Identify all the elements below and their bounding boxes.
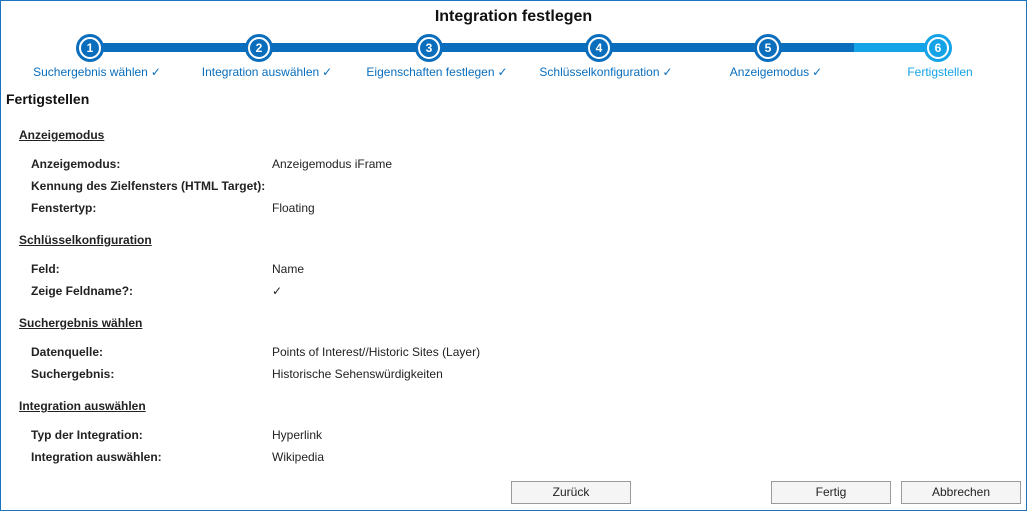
step-1-check-icon: ✓ <box>150 65 161 79</box>
step-3-label[interactable]: Eigenschaften festlegen✓ <box>366 65 507 79</box>
step-5-number: 5 <box>757 37 779 59</box>
group-title-integration: Integration auswählen <box>19 399 146 413</box>
step-1-text: Suchergebnis wählen <box>33 65 148 79</box>
row-label: Typ der Integration: <box>31 428 143 442</box>
row-label: Feld: <box>31 262 60 276</box>
step-5-circle[interactable]: 5 <box>754 34 782 62</box>
step-4-label[interactable]: Schlüsselkonfiguration✓ <box>539 65 672 79</box>
step-6-number: 6 <box>927 37 949 59</box>
row-label: Integration auswählen: <box>31 450 162 464</box>
step-2-number: 2 <box>248 37 270 59</box>
stepper-bar-completed <box>90 43 854 52</box>
group-title-schluesselkonfiguration: Schlüsselkonfiguration <box>19 233 152 247</box>
back-button[interactable]: Zurück <box>511 481 631 504</box>
finish-button[interactable]: Fertig <box>771 481 891 504</box>
step-6-text: Fertigstellen <box>907 65 973 79</box>
step-3-check-icon: ✓ <box>497 65 508 79</box>
checkmark-icon: ✓ <box>272 284 283 298</box>
step-4-number: 4 <box>588 37 610 59</box>
step-3-number: 3 <box>418 37 440 59</box>
row-value: Points of Interest//Historic Sites (Laye… <box>272 345 481 359</box>
stepper-bar-active <box>854 43 940 52</box>
cancel-button[interactable]: Abbrechen <box>901 481 1021 504</box>
step-4-text: Schlüsselkonfiguration <box>539 65 660 79</box>
row-label: Anzeigemodus: <box>31 157 121 171</box>
row-label: Fenstertyp: <box>31 201 97 215</box>
step-4-circle[interactable]: 4 <box>585 34 613 62</box>
step-5-text: Anzeigemodus <box>729 65 810 79</box>
row-label: Datenquelle: <box>31 345 104 359</box>
row-value: Name <box>272 262 305 276</box>
group-title-suchergebnis: Suchergebnis wählen <box>19 316 143 330</box>
step-4-check-icon: ✓ <box>662 65 673 79</box>
wizard-stepper: 1 2 3 4 5 6 Suchergebnis wählen✓ Integra… <box>0 34 1027 84</box>
row-value: Hyperlink <box>272 428 323 442</box>
row-value: Historische Sehenswürdigkeiten <box>272 367 443 381</box>
step-3-circle[interactable]: 3 <box>415 34 443 62</box>
step-3-text: Eigenschaften festlegen <box>366 65 495 79</box>
step-1-number: 1 <box>79 37 101 59</box>
row-label: Kennung des Zielfensters (HTML Target): <box>31 179 266 193</box>
row-value: Wikipedia <box>272 450 325 464</box>
step-6-label[interactable]: Fertigstellen <box>907 65 972 79</box>
step-2-check-icon: ✓ <box>322 65 333 79</box>
step-2-text: Integration auswählen <box>201 65 320 79</box>
step-2-circle[interactable]: 2 <box>245 34 273 62</box>
row-value: Anzeigemodus iFrame <box>272 157 393 171</box>
step-6-circle[interactable]: 6 <box>924 34 952 62</box>
row-label: Suchergebnis: <box>31 367 115 381</box>
step-5-check-icon: ✓ <box>812 65 823 79</box>
step-2-label[interactable]: Integration auswählen✓ <box>202 65 332 79</box>
group-title-anzeigemodus: Anzeigemodus <box>19 128 105 142</box>
step-1-label[interactable]: Suchergebnis wählen✓ <box>33 65 161 79</box>
step-5-label[interactable]: Anzeigemodus✓ <box>730 65 822 79</box>
row-label: Zeige Feldname?: <box>31 284 134 298</box>
page-heading: Fertigstellen <box>6 91 90 107</box>
row-value: Floating <box>272 201 315 215</box>
dialog-title: Integration festlegen <box>434 8 593 25</box>
step-1-circle[interactable]: 1 <box>76 34 104 62</box>
